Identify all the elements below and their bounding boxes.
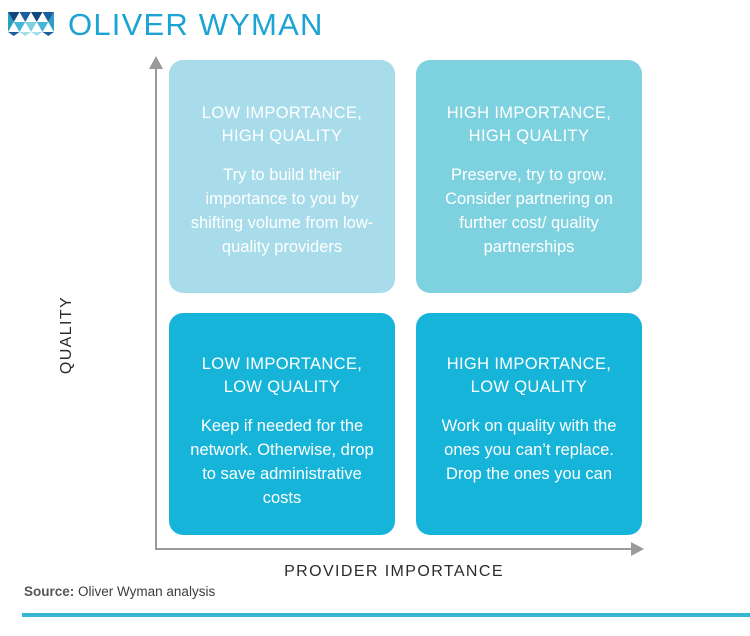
source-note: Source: Oliver Wyman analysis [24,584,215,599]
source-label: Source: [24,584,75,599]
x-axis-label: PROVIDER IMPORTANCE [284,563,504,580]
quadrant-low-importance-high-quality: LOW IMPORTANCE, HIGH QUALITY Try to buil… [169,60,395,293]
quadrant-body: Try to build their importance to you by … [190,166,374,256]
quadrant-body: Preserve, try to grow. Consider partneri… [445,166,613,256]
quadrant-matrix: QUALITY PROVIDER IMPORTANCE LOW IMPORTAN… [0,46,750,580]
quadrant-body: Keep if needed for the network. Otherwis… [190,417,374,507]
source-value: Oliver Wyman analysis [78,584,216,599]
quadrant-title: HIGH IMPORTANCE, HIGH QUALITY [446,104,612,146]
quadrant-high-importance-high-quality: HIGH IMPORTANCE, HIGH QUALITY Preserve, … [416,60,642,293]
quadrant-title: HIGH IMPORTANCE, LOW QUALITY [446,355,612,397]
quadrant-body: Work on quality with the ones you can’t … [441,417,617,484]
x-axis-line [155,548,633,550]
quadrant-low-importance-low-quality: LOW IMPORTANCE, LOW QUALITY Keep if need… [169,313,395,535]
footer-accent-rule [22,613,750,617]
brand-header: OLIVER WYMAN [8,2,468,46]
quadrant-title: LOW IMPORTANCE, HIGH QUALITY [201,104,363,146]
oliver-wyman-cube-logo-icon [8,8,54,40]
quadrant-high-importance-low-quality: HIGH IMPORTANCE, LOW QUALITY Work on qua… [416,313,642,535]
quadrant-title: LOW IMPORTANCE, LOW QUALITY [201,355,363,397]
y-axis-label: QUALITY [58,295,75,375]
x-axis-arrow-icon [631,542,644,556]
brand-name: OLIVER WYMAN [68,6,324,42]
y-axis-arrow-icon [149,56,163,69]
y-axis-line [155,68,157,550]
